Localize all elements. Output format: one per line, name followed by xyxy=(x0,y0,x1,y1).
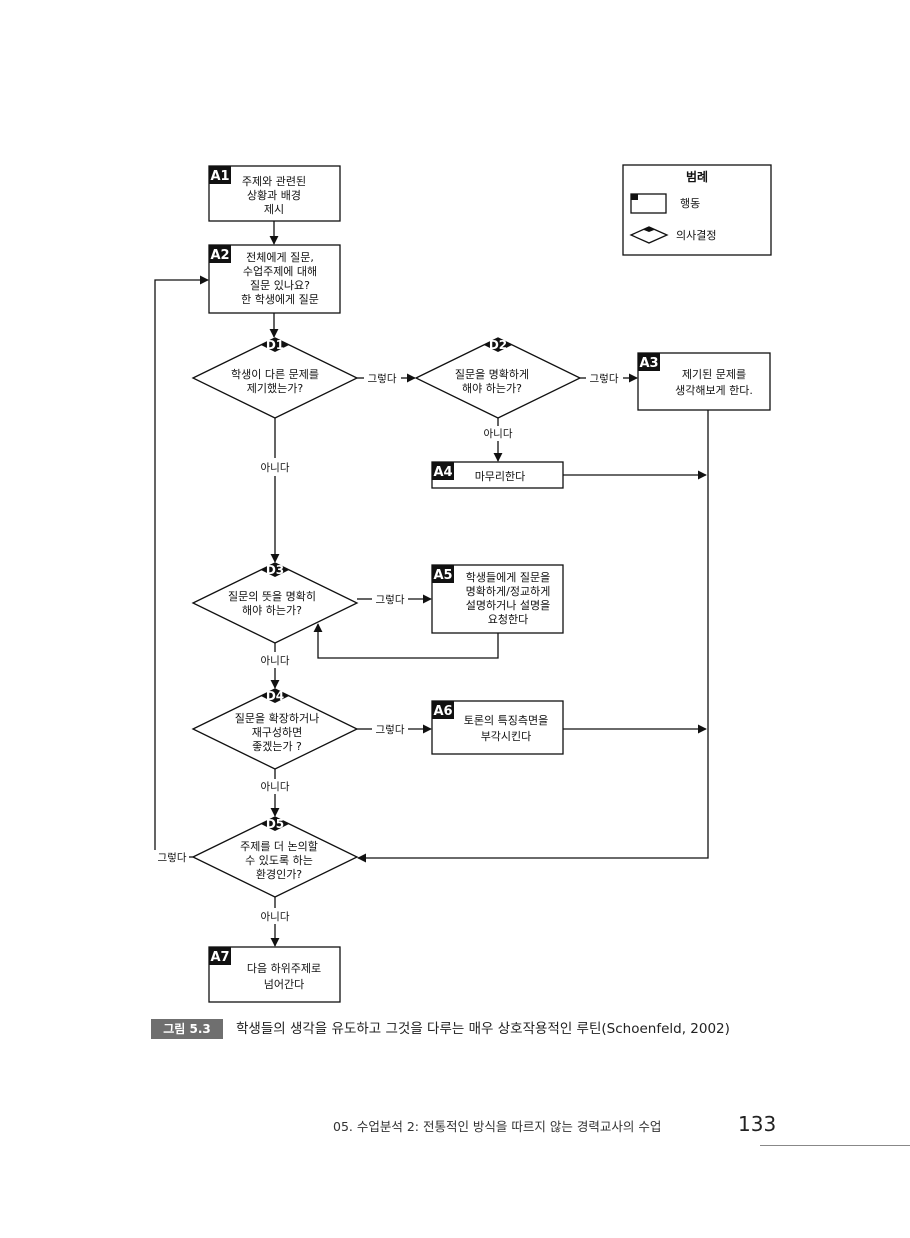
decision-tag: D4 xyxy=(266,689,284,703)
legend-title: 범례 xyxy=(686,169,708,184)
edge-labels: 그렇다 그렇다 아니다 아니다 그렇다 아니다 그렇다 아니다 그렇다 아니다 xyxy=(158,372,619,923)
decision-text: 재구성하면 xyxy=(252,725,303,739)
decision-tag: D5 xyxy=(266,817,284,831)
decision-d3: D3 질문의 뜻을 명확히 해야 하는가? xyxy=(191,562,359,644)
action-text: 토론의 특징측면을 xyxy=(464,714,548,727)
action-a4: A4 마무리한다 xyxy=(431,461,564,489)
edge-label-d4-yes: 그렇다 xyxy=(376,723,405,736)
figure-caption: 학생들의 생각을 유도하고 그것을 다루는 매우 상호작용적인 루틴(Schoe… xyxy=(236,1021,730,1037)
edge-label-d3-yes: 그렇다 xyxy=(376,593,405,606)
legend: 범례 행동 의사결정 xyxy=(622,164,772,256)
action-text: 제시 xyxy=(264,203,284,216)
edge-label-d1-no: 아니다 xyxy=(261,462,290,474)
decision-text: 학생이 다른 문제를 xyxy=(231,368,319,381)
decision-text: 질문의 뜻을 명확히 xyxy=(228,589,316,603)
action-tag: A5 xyxy=(433,568,452,583)
edge-label-d1-yes: 그렇다 xyxy=(368,372,397,385)
decision-d2: D2 질문을 명확하게 해야 하는가? xyxy=(414,337,582,419)
action-tag: A3 xyxy=(639,356,658,371)
action-tag: A7 xyxy=(210,950,229,965)
action-text: 주제와 관련된 xyxy=(242,175,306,188)
legend-action-label: 행동 xyxy=(680,197,700,210)
decision-d5: D5 주제를 더 논의할 수 있도록 하는 환경인가? xyxy=(191,816,359,898)
decision-tag: D3 xyxy=(266,563,284,577)
decision-text: 제기했는가? xyxy=(247,382,304,395)
figure-number-badge: 그림 5.3 xyxy=(151,1019,223,1039)
edge-label-d5-no: 아니다 xyxy=(261,911,290,923)
action-tag: A1 xyxy=(210,169,229,184)
arrow-rail-d5 xyxy=(357,410,709,863)
edge-label-d3-no: 아니다 xyxy=(261,655,290,667)
decision-text: 주제를 더 논의할 xyxy=(240,840,318,853)
connectors xyxy=(154,221,709,947)
action-text: 전체에게 질문, xyxy=(246,251,314,264)
action-a7: A7 다음 하위주제로 넘어간다 xyxy=(208,946,341,1003)
action-a6: A6 토론의 특징측면을 부각시킨다 xyxy=(431,700,564,755)
footer-rule xyxy=(760,1145,910,1146)
edge-label-d2-no: 아니다 xyxy=(484,428,513,440)
decision-d4: D4 질문을 확장하거나 재구성하면 좋겠는가 ? xyxy=(191,688,359,770)
action-text: 부각시킨다 xyxy=(481,730,532,743)
decision-text: 해야 하는가? xyxy=(242,603,302,617)
decision-d1: D1 학생이 다른 문제를 제기했는가? xyxy=(191,337,359,419)
page-number: 133 xyxy=(738,1112,777,1136)
action-text: 넘어간다 xyxy=(264,978,304,991)
action-text: 한 학생에게 질문 xyxy=(241,293,319,306)
edge-label-d5-yes: 그렇다 xyxy=(158,851,187,864)
action-text: 명확하게/정교하게 xyxy=(466,584,551,598)
action-text: 설명하거나 설명을 xyxy=(466,598,550,612)
edge-label-d2-yes: 그렇다 xyxy=(590,372,619,385)
action-text: 상황과 배경 xyxy=(247,189,301,202)
action-text: 학생들에게 질문을 xyxy=(466,571,550,584)
action-text: 질문 있나요? xyxy=(250,279,310,292)
action-text: 다음 하위주제로 xyxy=(247,961,321,975)
action-text: 제기된 문제를 xyxy=(682,368,746,381)
arrow-d5-a2 xyxy=(154,275,209,850)
action-text: 생각해보게 한다. xyxy=(675,383,753,397)
decision-text: 좋겠는가 ? xyxy=(252,740,302,753)
decision-text: 질문을 확장하거나 xyxy=(235,711,319,725)
legend-decision-icon xyxy=(629,226,669,244)
legend-decision-label: 의사결정 xyxy=(676,229,716,242)
action-a3: A3 제기된 문제를 생각해보게 한다. xyxy=(637,352,771,411)
legend-action-icon xyxy=(630,193,667,214)
action-text: 마무리한다 xyxy=(475,470,526,483)
decision-text: 수 있도록 하는 xyxy=(245,853,313,867)
action-tag: A2 xyxy=(210,248,229,263)
running-title: 05. 수업분석 2: 전통적인 방식을 따르지 않는 경력교사의 수업 xyxy=(333,1119,662,1134)
arrow-a5-d3-loop xyxy=(313,623,499,659)
action-text: 요청한다 xyxy=(488,613,528,626)
action-tag: A4 xyxy=(433,465,452,480)
decision-text: 해야 하는가? xyxy=(462,381,522,395)
action-a5: A5 학생들에게 질문을 명확하게/정교하게 설명하거나 설명을 요청한다 xyxy=(431,564,564,634)
edge-label-d4-no: 아니다 xyxy=(261,781,290,793)
decision-text: 질문을 명확하게 xyxy=(455,367,529,381)
decision-text: 환경인가? xyxy=(256,868,302,881)
action-a1: A1 주제와 관련된 상황과 배경 제시 xyxy=(208,165,341,222)
decision-tag: D1 xyxy=(266,338,284,352)
decision-tag: D2 xyxy=(489,338,507,352)
action-a2: A2 전체에게 질문, 수업주제에 대해 질문 있나요? 한 학생에게 질문 xyxy=(208,244,341,314)
action-text: 수업주제에 대해 xyxy=(243,264,317,278)
action-tag: A6 xyxy=(433,704,452,719)
